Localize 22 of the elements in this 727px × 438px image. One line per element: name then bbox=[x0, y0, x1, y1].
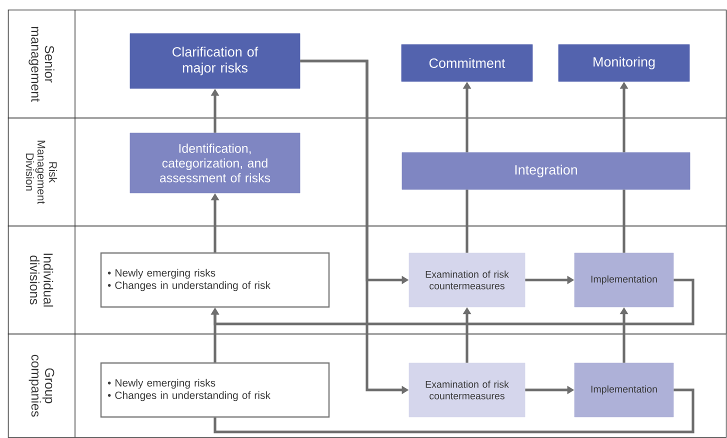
swimlane bbox=[8, 118, 727, 226]
process-box: Commitment bbox=[401, 44, 533, 82]
lane-label: Risk Management Division bbox=[26, 140, 58, 204]
process-box: Monitoring bbox=[558, 44, 690, 82]
bullet-list-box: • Newly emerging risks • Changes in understanding of risk bbox=[100, 362, 330, 418]
process-box: Implementation bbox=[574, 362, 674, 418]
process-box: Integration bbox=[402, 152, 690, 190]
swimlane bbox=[8, 226, 727, 334]
lane-label: Senior management bbox=[28, 26, 54, 102]
lane-label: Group companies bbox=[28, 354, 54, 417]
bullet-list-box: • Newly emerging risks • Changes in understanding of risk bbox=[100, 252, 330, 308]
process-box: Identification, categorization, and assessment of risks bbox=[130, 132, 300, 194]
process-box: Implementation bbox=[574, 252, 674, 308]
connector-line bbox=[622, 190, 626, 253]
process-box: Clarification of major risks bbox=[130, 33, 300, 89]
connector-line bbox=[466, 190, 468, 253]
process-box: Examination of risk countermeasures bbox=[408, 252, 526, 308]
connector-line bbox=[214, 388, 694, 434]
swimlane bbox=[8, 334, 727, 438]
swimlane bbox=[8, 10, 727, 118]
process-box: Examination of risk countermeasures bbox=[408, 362, 526, 418]
lane-label: Individual divisions bbox=[30, 254, 54, 307]
